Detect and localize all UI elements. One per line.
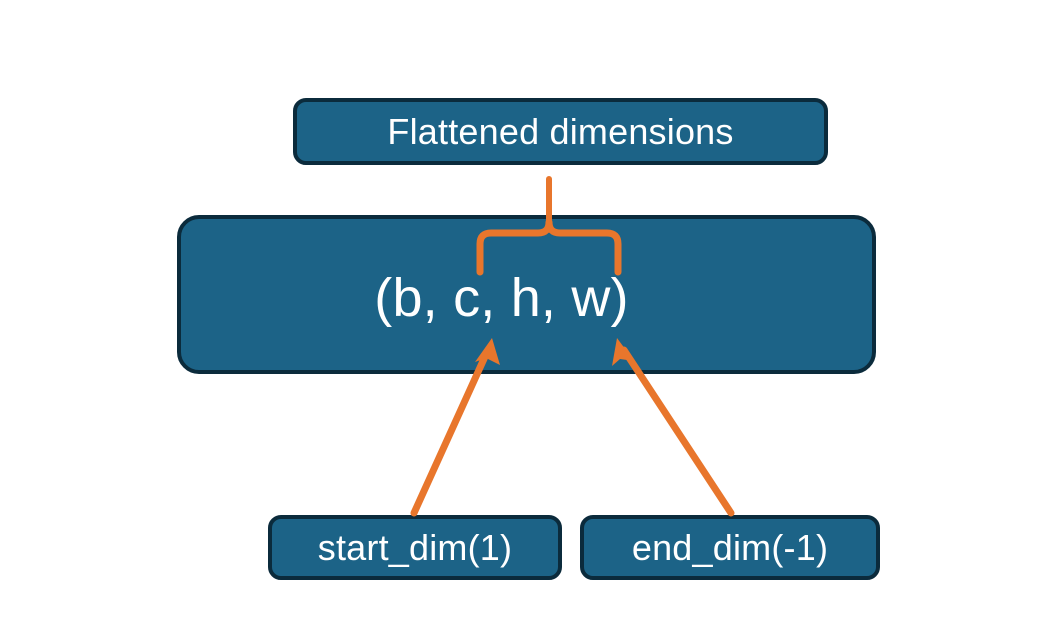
tensor-shape-box[interactable]: (b, c, h, w)	[177, 215, 876, 374]
flattened-dimensions-label: Flattened dimensions	[387, 110, 734, 152]
flattened-dimensions-box[interactable]: Flattened dimensions	[293, 98, 828, 165]
end-dim-arrow-shaft	[620, 346, 735, 517]
end-dim-label: end_dim(-1)	[631, 526, 829, 568]
start-dim-label: start_dim(1)	[317, 526, 513, 568]
end-dim-box[interactable]: end_dim(-1)	[580, 515, 880, 580]
start-dim-arrow-shaft	[410, 346, 492, 517]
start-dim-box[interactable]: start_dim(1)	[268, 515, 562, 580]
tensor-shape-label: (b, c, h, w)	[374, 267, 629, 328]
